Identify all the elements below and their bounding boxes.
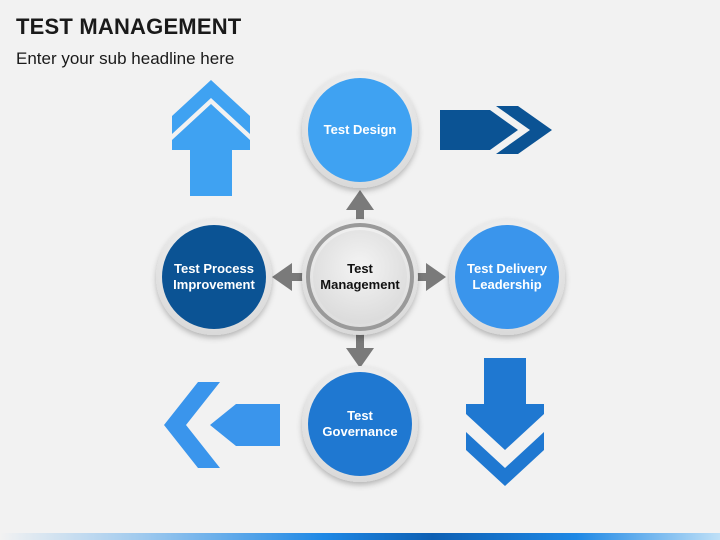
node-right-label: Test Delivery Leadership (467, 261, 547, 292)
node-left-label: Test Process Improvement (173, 261, 255, 292)
bottom-accent-bar (0, 533, 720, 540)
node-left (156, 219, 272, 335)
node-bottom (302, 366, 418, 482)
connector-arrow-down (346, 334, 374, 368)
node-top-label: Test Design (323, 122, 397, 137)
double-chevron-down-arrow-icon (466, 358, 544, 486)
center-node-label: Test Management (320, 261, 400, 292)
center-node (302, 219, 418, 335)
node-right (449, 219, 565, 335)
node-bottom-label: Test Governance (322, 408, 398, 439)
page-title: TEST MANAGEMENT (16, 14, 242, 39)
connector-arrow-left (272, 263, 308, 291)
connector-arrows (272, 190, 446, 368)
double-chevron-right-arrow-icon (440, 106, 552, 154)
double-chevron-left-arrow-icon (164, 382, 280, 468)
page-subtitle: Enter your sub headline here (16, 49, 235, 68)
connector-arrow-up (346, 190, 374, 225)
node-top (302, 72, 418, 188)
double-chevron-up-arrow-icon (172, 80, 250, 196)
connector-arrow-right (411, 263, 446, 291)
